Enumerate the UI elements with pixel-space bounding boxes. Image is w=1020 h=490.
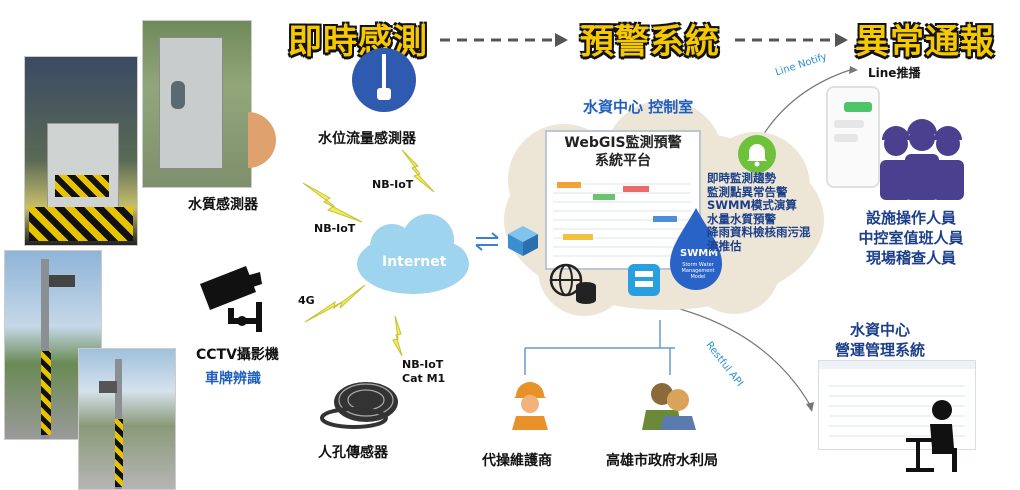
water-quality-sensor-label: 水質感測器 (188, 197, 258, 213)
feature-item: 水量水質預警 (707, 211, 776, 226)
line-notify-arrow (759, 69, 851, 141)
feature-list: 即時監測趨勢 監測點異常告警 SWMM模式演算 水量水質預警 降雨資料檢核雨污混… (707, 171, 811, 253)
internet-label: Internet (382, 254, 447, 270)
stage-title-anomaly: 異常通報 (855, 22, 995, 62)
catm1-label: Cat M1 (402, 372, 446, 385)
workers-group-icon (880, 119, 964, 200)
lightning-icon-3 (304, 284, 366, 323)
water-level-sensor-icon (352, 48, 416, 112)
lightning-icon-4 (392, 315, 403, 357)
server-sync-icon (628, 264, 660, 296)
nbiot-label-3: NB-IoT (402, 358, 444, 371)
water-quality-station-photo-2 (142, 20, 252, 188)
control-room-title: 水資中心 控制室 (583, 98, 694, 116)
ops-system-title-1: 水資中心 (849, 321, 910, 339)
officials-icon (642, 383, 696, 430)
personnel-item: 中控室值班人員 (858, 229, 964, 247)
cctv-camera-icon (200, 266, 262, 332)
ops-system-title: 水資中心 營運管理系統 (820, 320, 940, 360)
globe-database-icon (549, 263, 596, 304)
feature-item: 即時監測趨勢 (707, 171, 776, 185)
swmm-sub-3: Model (690, 274, 706, 280)
personnel-item: 現場稽查人員 (865, 249, 956, 267)
internet-cloud (357, 214, 469, 294)
cube-icon (508, 226, 538, 256)
feature-item: 流推估 (707, 238, 742, 253)
webgis-platform-title: WebGIS監測預警 (564, 135, 682, 151)
manhole-sensor-label: 人孔傳感器 (318, 445, 388, 461)
cctv-pole-photo-1 (4, 250, 102, 440)
personnel-list: 設施操作人員 中控室值班人員 現場稽查人員 (838, 208, 984, 268)
line-push-label: Line推播 (868, 66, 921, 80)
nbiot-label-2: NB-IoT (314, 222, 356, 235)
water-quality-station-photo-1 (24, 56, 138, 246)
water-level-sensor-label: 水位流量感測器 (318, 131, 416, 147)
personnel-item: 設施操作人員 (865, 209, 956, 227)
parties-bracket (524, 320, 675, 375)
stage-title-warning: 預警系統 (580, 22, 720, 62)
office-worker-icon (906, 400, 957, 472)
swmm-subtitle: Storm Water Management Model (676, 262, 720, 280)
fourg-label: 4G (298, 294, 315, 307)
phone-icon (826, 86, 880, 188)
lightning-icon-2 (302, 182, 363, 223)
manhole-cover-icon (320, 382, 398, 429)
swmm-sub-1: Storm Water (682, 262, 714, 268)
contractor-label: 代操維護商 (482, 453, 552, 469)
nbiot-label-1: NB-IoT (372, 178, 414, 191)
arrowhead-2 (835, 33, 848, 47)
swmm-title: SWMM (680, 248, 719, 259)
dashboard-screenshot (553, 176, 691, 262)
arrowhead-1 (555, 33, 568, 47)
webgis-platform-subtitle: 系統平台 (595, 153, 651, 169)
feature-item: SWMM模式演算 (707, 198, 797, 212)
swmm-drop-icon (670, 208, 722, 290)
plate-recognition-label: 車牌辨識 (205, 371, 261, 387)
cctv-pole-photo-2 (78, 348, 176, 490)
bell-notification-icon (738, 135, 776, 173)
feature-item: 監測點異常告警 (707, 184, 788, 199)
swmm-sub-2: Management (681, 268, 715, 274)
ops-system-title-2: 營運管理系統 (834, 341, 925, 359)
cctv-label: CCTV攝影機 (196, 347, 279, 363)
bidirectional-arrow-icon (475, 232, 499, 251)
feature-item: 降雨資料檢核雨污混 (707, 225, 811, 239)
maintenance-contractor-icon (512, 382, 548, 430)
lightning-icon-1 (401, 149, 435, 193)
bureau-label: 高雄市政府水利局 (606, 453, 718, 469)
